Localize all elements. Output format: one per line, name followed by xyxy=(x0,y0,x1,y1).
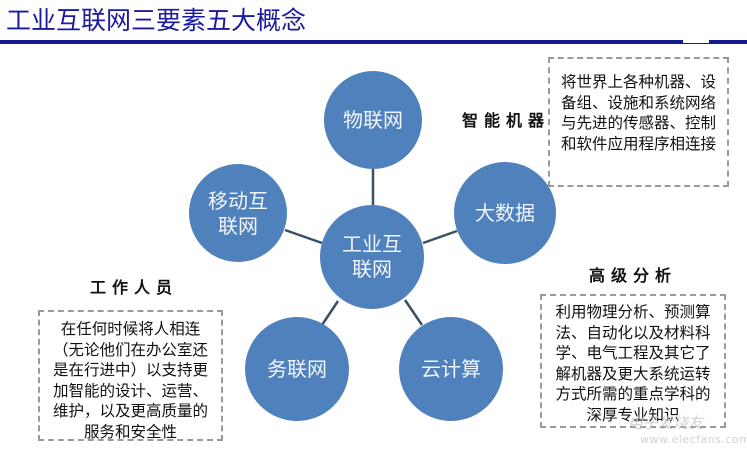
node-center: 工业互 联网 xyxy=(320,231,424,283)
description-line: 加智能的设计、运营、 xyxy=(52,381,208,400)
node-internet-of-services: 务联网 xyxy=(245,354,349,384)
description-line: 解机器及更大系统运转 xyxy=(555,364,711,383)
node-mobile-internet-circle xyxy=(189,164,287,262)
connector-bottom-right xyxy=(403,299,424,326)
node-big-data-circle xyxy=(454,162,556,264)
node-mobile-internet-label-line1: 移动互 xyxy=(208,189,268,213)
node-big-data: 大数据 xyxy=(454,198,556,228)
page-title: 工业互联网三要素五大概念 xyxy=(6,6,307,35)
description-line: 深厚专业知识 xyxy=(586,405,680,424)
heading-people-at-work: 工作人员 xyxy=(90,278,179,297)
node-center-circle xyxy=(320,205,424,309)
description-line: 方式所需的重点学科的 xyxy=(555,385,711,403)
heading-advanced-analytics: 高级分析 xyxy=(589,266,678,285)
description-line: 是在行进中）以支持更 xyxy=(52,361,208,379)
node-iot: 物联网 xyxy=(324,105,422,135)
node-iot-label: 物联网 xyxy=(343,107,403,132)
node-center-label-line1: 工业互 xyxy=(342,232,402,256)
description-line: 法、自动化以及材料科 xyxy=(555,323,711,342)
node-center-label-line2: 联网 xyxy=(352,257,392,281)
node-big-data-label: 大数据 xyxy=(475,200,535,225)
node-mobile-internet: 移动互 联网 xyxy=(189,188,287,240)
description-box-advanced-analytics: 利用物理分析、预测算 法、自动化以及材料科 学、电气工程及其它了 解机器及更大系… xyxy=(540,294,726,428)
node-internet-of-services-label: 务联网 xyxy=(267,356,327,381)
node-cloud-computing: 云计算 xyxy=(399,354,503,384)
description-line: 学、电气工程及其它了 xyxy=(555,344,711,362)
heading-intelligent-machines: 智能机器 xyxy=(462,111,551,130)
description-box-intelligent-machines: 将世界上各种机器、设 备组、设施和系统网络 与先进的传感器、控制 和软件应用程序… xyxy=(548,57,729,187)
description-line: 服务和安全性 xyxy=(83,422,177,441)
description-box-people-at-work: 在任何时候将人相连 （无论他们在办公室还 是在行进中）以支持更 加智能的设计、运… xyxy=(38,310,223,441)
connector-left xyxy=(284,228,323,245)
description-line: 维护，以及更高质量的 xyxy=(52,402,208,420)
connector-bottom-left xyxy=(320,300,340,326)
node-mobile-internet-label-line2: 联网 xyxy=(218,214,258,238)
description-line: 备组、设施和系统网络 xyxy=(560,93,716,112)
watermark-url: www.elecfans.com xyxy=(640,433,747,446)
node-cloud-computing-label: 云计算 xyxy=(421,356,481,381)
node-internet-of-services-circle xyxy=(245,317,349,421)
description-line: （无论他们在办公室还 xyxy=(52,340,208,359)
description-line: 将世界上各种机器、设 xyxy=(560,73,716,91)
node-iot-circle xyxy=(324,71,422,169)
connector-right xyxy=(422,229,458,245)
title-underline xyxy=(0,40,747,44)
description-line: 和软件应用程序相连接 xyxy=(560,134,716,153)
node-cloud-computing-circle xyxy=(399,317,503,421)
watermark: 电子发烧友 www.elecfans.com xyxy=(610,412,747,446)
watermark-text: 电子发烧友 xyxy=(628,414,704,432)
description-line: 利用物理分析、预测算 xyxy=(555,303,711,321)
title-underline-notch xyxy=(683,40,709,43)
connectors xyxy=(284,168,458,326)
description-line: 在任何时候将人相连 xyxy=(60,320,201,338)
description-line: 与先进的传感器、控制 xyxy=(560,114,716,132)
